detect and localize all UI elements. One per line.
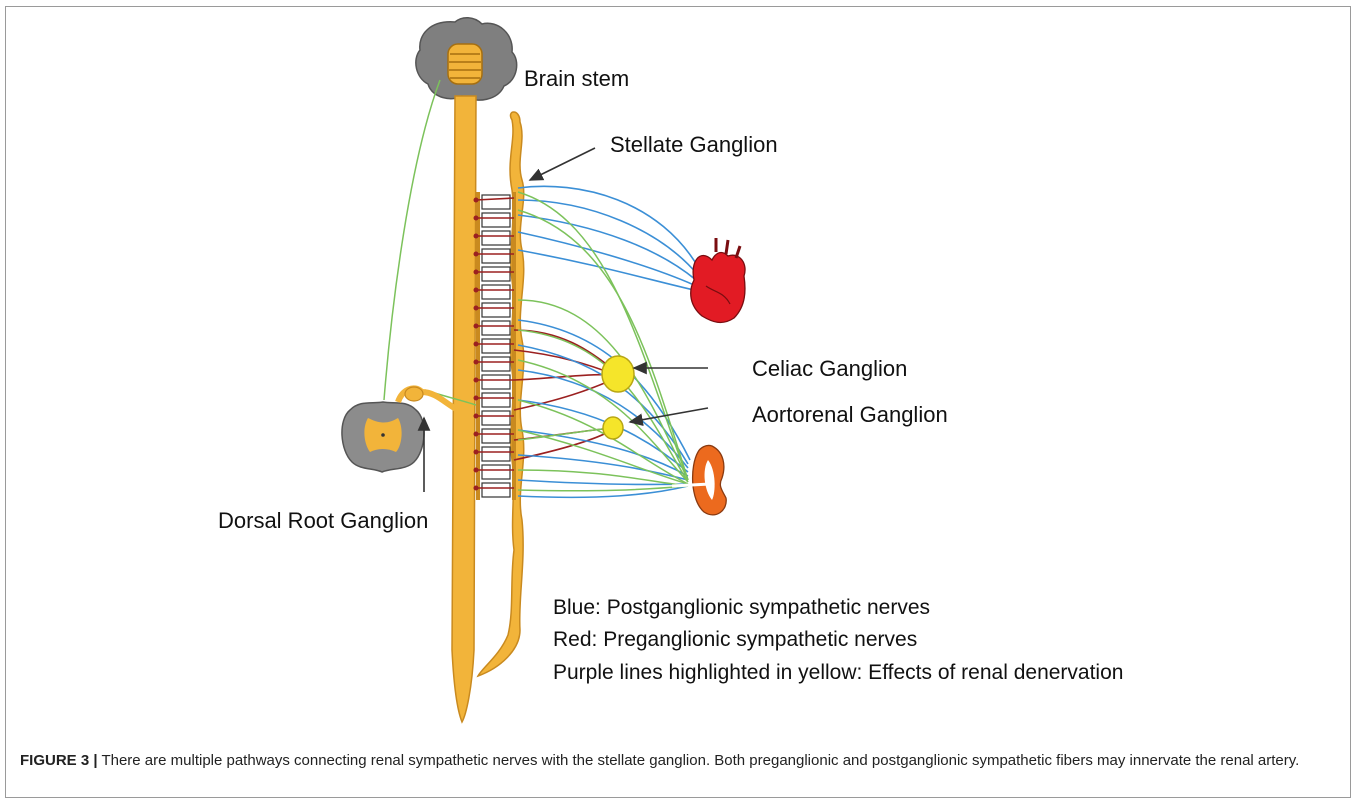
- celiac-ganglion: [602, 356, 634, 392]
- legend-blue: Blue: Postganglionic sympathetic nerves: [553, 596, 930, 620]
- legend-purple: Purple lines highlighted in yellow: Effe…: [553, 661, 1123, 685]
- label-aortorenal-ganglion: Aortorenal Ganglion: [752, 402, 948, 428]
- figure-label: FIGURE 3 |: [20, 752, 98, 769]
- label-celiac-ganglion: Celiac Ganglion: [752, 356, 907, 382]
- aortorenal-ganglion: [603, 417, 623, 439]
- figure-caption: FIGURE 3 | There are multiple pathways c…: [20, 750, 1340, 771]
- legend-red: Red: Preganglionic sympathetic nerves: [553, 628, 917, 652]
- label-stellate-ganglion: Stellate Ganglion: [610, 132, 778, 158]
- caption-text: There are multiple pathways connecting r…: [98, 752, 1300, 769]
- spinal-cord-cross-section: [342, 402, 424, 472]
- brain-stem: [416, 18, 517, 100]
- label-brain-stem: Brain stem: [524, 66, 629, 92]
- label-dorsal-root-ganglion: Dorsal Root Ganglion: [218, 508, 428, 534]
- heart-icon: [691, 238, 745, 322]
